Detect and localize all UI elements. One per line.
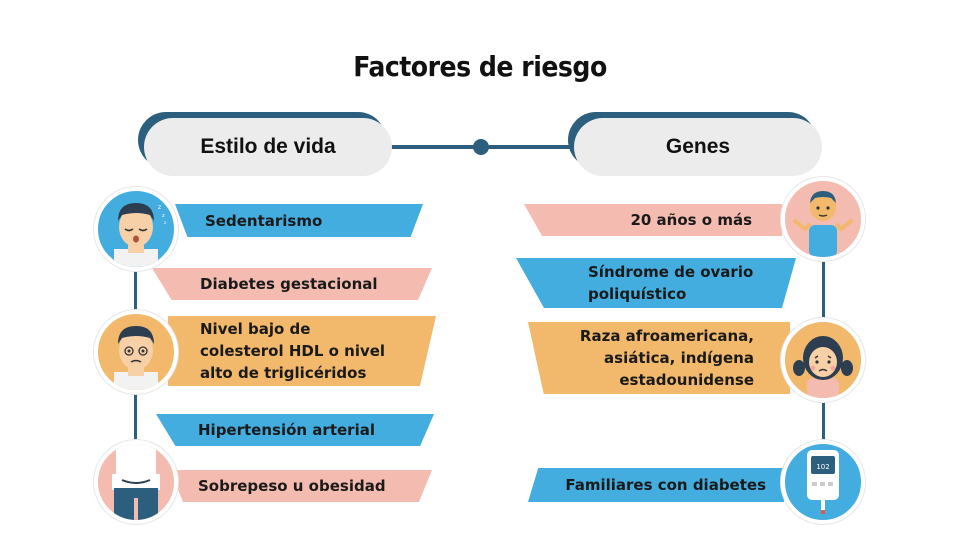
risk-tag-edad: 20 años o más [524, 204, 782, 236]
lifestyle-header: Estilo de vida [138, 112, 392, 176]
connector-dot [473, 139, 489, 155]
right-timeline-line [822, 260, 825, 320]
risk-tag-diabetes-gestacional: Diabetes gestacional [152, 268, 432, 300]
risk-tag-label: Hipertensión arterial [198, 421, 375, 439]
lifestyle-header-label: Estilo de vida [144, 118, 392, 176]
risk-tag-raza: Raza afroamericana, asiática, indígena e… [528, 322, 790, 394]
page-title: Factores de riesgo [353, 50, 607, 83]
svg-text:z: z [162, 213, 165, 219]
risk-tag-sobrepeso: Sobrepeso u obesidad [170, 470, 432, 502]
right-timeline-line [822, 400, 825, 450]
obese-body-icon [94, 440, 178, 524]
genes-header: Genes [568, 112, 822, 176]
risk-tag-label: 20 años o más [630, 211, 752, 229]
svg-text:z: z [164, 220, 166, 225]
risk-tag-sedentarismo: Sedentarismo [175, 204, 423, 237]
risk-tag-label: Familiares con diabetes [565, 476, 766, 494]
risk-tag-label: Diabetes gestacional [200, 275, 378, 293]
risk-tag-label: Raza afroamericana, asiática, indígena e… [579, 327, 754, 389]
risk-tag-ovario-poliquistico: Síndrome de ovario poliquístico [516, 258, 796, 308]
glucose-meter-icon: 102 [781, 440, 865, 524]
sleeping-man-icon: z z z [94, 187, 178, 271]
risk-tag-label: Sedentarismo [205, 211, 323, 230]
risk-tag-hipertension: Hipertensión arterial [156, 414, 434, 446]
meter-reading: 102 [816, 463, 829, 471]
risk-tag-label: Nivel bajo de colesterol HDL o nivel alt… [200, 320, 386, 382]
risk-tag-familiares: Familiares con diabetes [528, 468, 784, 502]
left-timeline-line [134, 260, 137, 320]
risk-tag-label: Síndrome de ovario poliquístico [588, 263, 754, 303]
svg-text:z: z [158, 204, 161, 211]
risk-tag-colesterol: Nivel bajo de colesterol HDL o nivel alt… [168, 316, 436, 386]
worried-girl-icon [781, 318, 865, 402]
risk-tag-label: Sobrepeso u obesidad [198, 477, 386, 495]
dizzy-man-icon [94, 310, 178, 394]
left-timeline-line [134, 390, 137, 450]
young-person-icon [781, 177, 865, 261]
genes-header-label: Genes [574, 118, 822, 176]
